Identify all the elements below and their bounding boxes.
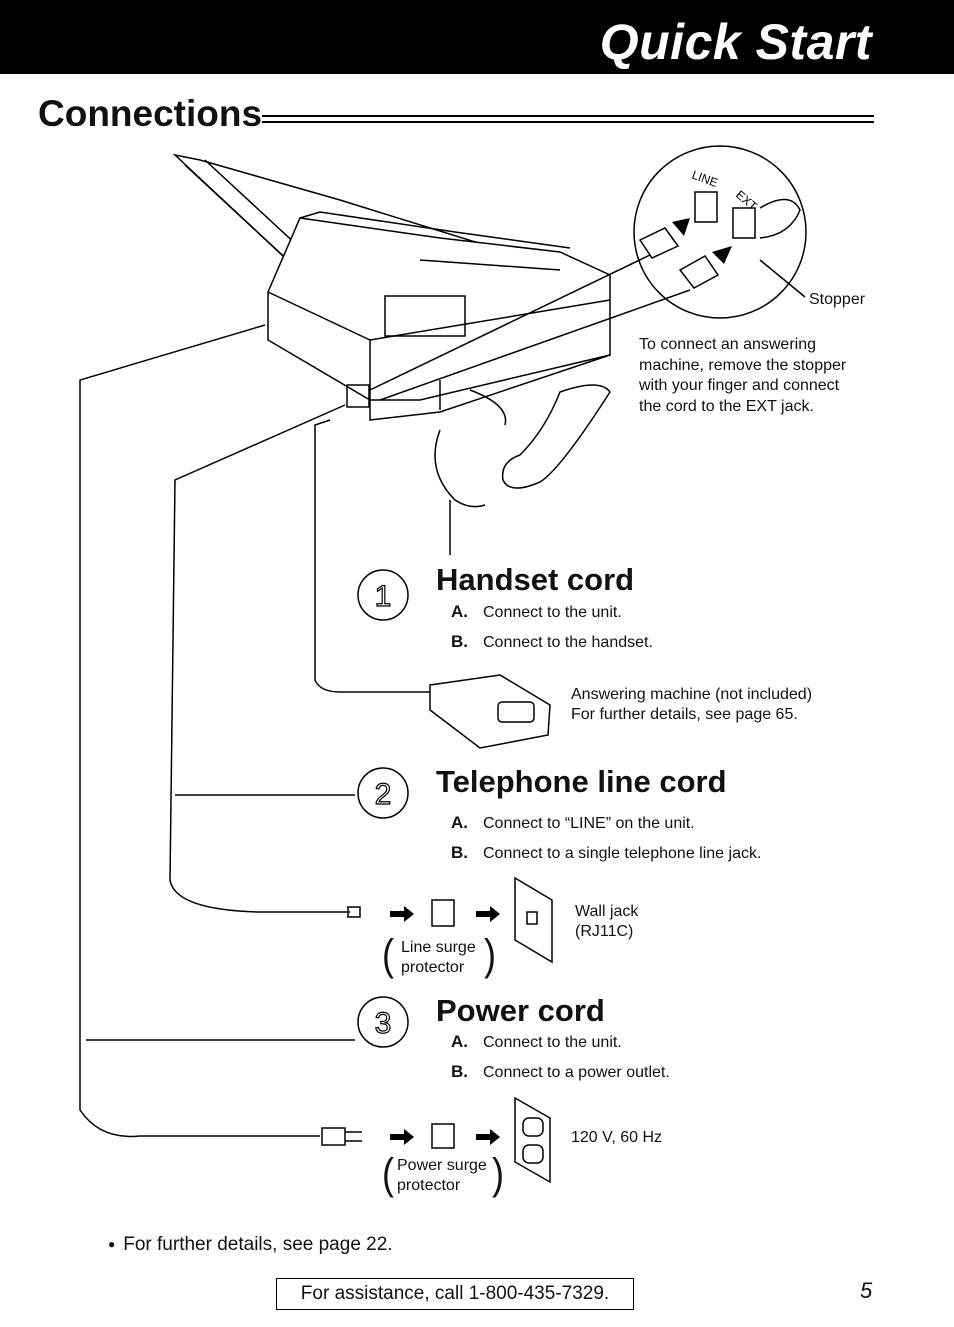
step-2-number: 2 xyxy=(375,778,392,811)
line-surge-paren-open: ( xyxy=(382,929,394,979)
power-surge-label: Power surge protector xyxy=(397,1157,487,1194)
assistance-box: For assistance, call 1-800-435-7329. xyxy=(276,1278,634,1310)
title-rule-bottom xyxy=(262,121,874,123)
wall-jack-icon xyxy=(514,876,553,964)
step-3-item-a: A.Connect to the unit. xyxy=(451,1032,622,1051)
power-surge-protector-icon xyxy=(431,1123,455,1149)
section-title: Connections xyxy=(38,93,263,134)
page-number: 5 xyxy=(860,1278,873,1303)
step-1-title: Handset cord xyxy=(436,562,635,597)
step-3-number: 3 xyxy=(375,1007,392,1040)
step-3-item-b: B.Connect to a power outlet. xyxy=(451,1062,670,1081)
line-surge-protector-icon xyxy=(431,899,455,927)
title-rule-top xyxy=(262,115,874,117)
stopper-label: Stopper xyxy=(809,291,866,308)
answering-machine-illustration xyxy=(429,674,551,749)
step-2-item-b: B.Connect to a single telephone line jac… xyxy=(451,843,762,862)
header-title: Quick Start xyxy=(599,14,872,70)
outlet-spec: 120 V, 60 Hz xyxy=(571,1129,663,1146)
wall-jack-label: Wall jack (RJ11C) xyxy=(575,903,639,940)
answering-machine-caption: Answering machine (not included) For fur… xyxy=(571,686,813,723)
power-outlet-icon xyxy=(514,1096,551,1184)
step-1-item-a: A.Connect to the unit. xyxy=(451,602,622,621)
step-1-circle xyxy=(357,569,409,621)
power-plug-icon xyxy=(321,1127,346,1146)
jack-inset-circle xyxy=(633,145,807,319)
step-2-item-a: A.Connect to “LINE” on the unit. xyxy=(451,813,695,832)
bullet-note: For further details, see page 22. xyxy=(108,1232,392,1257)
step-1-item-b: B.Connect to the handset. xyxy=(451,632,653,651)
step-1-number: 1 xyxy=(375,580,392,613)
step-2-title: Telephone line cord xyxy=(436,764,727,799)
step-3-title: Power cord xyxy=(436,993,605,1028)
line-surge-paren-close: ) xyxy=(484,929,496,979)
power-surge-paren-close: ) xyxy=(492,1148,504,1198)
step-2-circle xyxy=(357,767,409,819)
answering-note: To connect an answering machine, remove … xyxy=(639,336,847,415)
step-3-circle xyxy=(357,996,409,1048)
handset-illustration xyxy=(434,384,611,555)
header-bar xyxy=(0,0,954,74)
line-surge-label: Line surge protector xyxy=(401,939,476,976)
arrow-icons xyxy=(390,218,732,1145)
power-surge-paren-open: ( xyxy=(382,1148,394,1198)
fax-machine-illustration xyxy=(172,153,611,421)
